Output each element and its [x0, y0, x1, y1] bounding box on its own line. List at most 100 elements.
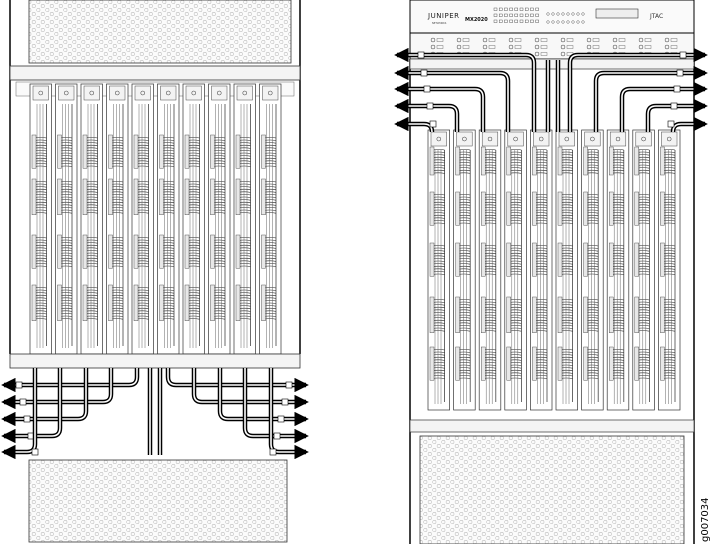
cable-arrow	[394, 116, 409, 132]
cable-clip	[15, 381, 23, 389]
cable-bundle	[4, 368, 140, 388]
status-led	[581, 20, 585, 24]
right-cable-bundles	[394, 47, 708, 133]
cable-bundle	[647, 105, 705, 132]
left-chassis	[1, 0, 309, 543]
port-icon	[534, 37, 540, 43]
port-icon	[664, 44, 670, 50]
port-icon	[618, 45, 626, 49]
line-card	[632, 129, 655, 411]
status-led	[493, 7, 498, 11]
status-led	[571, 20, 575, 24]
port-icon	[534, 51, 540, 57]
port-icon	[670, 45, 678, 49]
cable-bundle	[595, 72, 705, 132]
cable-bundle	[4, 368, 89, 422]
brand-logo: JUNIPER	[427, 12, 460, 20]
port-icon	[638, 37, 644, 43]
cable-bundle	[268, 368, 306, 455]
status-leds	[493, 7, 585, 24]
status-led	[519, 7, 524, 11]
status-led	[499, 7, 503, 11]
cable-clip	[269, 448, 277, 456]
status-led	[566, 20, 570, 24]
cable-bundle	[397, 105, 458, 132]
line-card	[233, 83, 256, 355]
cable-arrow	[693, 98, 708, 114]
right-line-cards	[427, 129, 681, 411]
port-icon	[592, 38, 600, 42]
port-icon	[586, 37, 592, 43]
cable-clip	[423, 85, 431, 93]
port-icon	[482, 44, 488, 50]
right-bottom-fan-grille	[419, 435, 685, 545]
status-led	[525, 13, 529, 17]
cable-clip	[673, 85, 681, 93]
status-led	[530, 13, 534, 17]
line-card	[581, 129, 604, 411]
port-icon	[612, 44, 618, 50]
cable-bundle	[4, 368, 87, 420]
display-tag: JTAC	[649, 13, 663, 20]
port-icon	[508, 44, 514, 50]
port-icon	[670, 38, 678, 42]
port-icon	[462, 38, 470, 42]
top-rail	[9, 65, 301, 81]
status-led	[556, 20, 560, 24]
port-icon	[462, 45, 470, 49]
cable-bundle	[4, 368, 38, 455]
cable-bundle	[397, 72, 509, 132]
port-icon	[586, 44, 592, 50]
left-line-cards	[29, 83, 282, 355]
port-icon	[514, 38, 522, 42]
port-icon	[560, 37, 566, 43]
status-led	[519, 19, 524, 23]
port-icon	[514, 45, 522, 49]
port-icon	[612, 37, 618, 43]
cable-bundle	[219, 368, 306, 420]
port-icon	[456, 44, 462, 50]
cable-bundle	[397, 103, 460, 132]
line-card	[259, 83, 282, 355]
line-card	[157, 83, 180, 355]
cable-bundle	[217, 368, 306, 422]
line-card	[29, 83, 52, 355]
port-icon	[488, 45, 496, 49]
right-top-rail	[409, 58, 695, 70]
cable-bundle	[4, 368, 61, 437]
cable-clip	[417, 51, 425, 59]
status-led	[535, 7, 539, 11]
status-led	[561, 12, 565, 16]
cable-bundle	[244, 368, 306, 437]
port-icon	[560, 51, 566, 57]
left-bottom-rail	[9, 353, 301, 369]
cable-clip	[281, 398, 289, 406]
cable-bundle	[4, 368, 36, 453]
port-icon	[566, 45, 574, 49]
port-icon	[488, 38, 496, 42]
status-led	[504, 13, 508, 17]
status-led	[514, 7, 518, 11]
cable-arrow	[294, 377, 309, 393]
cable-bundle	[4, 368, 138, 386]
cable-arrow	[1, 377, 16, 393]
status-led	[504, 7, 508, 11]
cable-clip	[667, 120, 675, 128]
port-icon	[430, 37, 436, 43]
status-led	[514, 19, 518, 23]
model-label: MX2020	[465, 17, 488, 23]
status-led	[571, 12, 575, 16]
brand-sub: NETWORKS	[432, 21, 447, 25]
cable-clip	[679, 51, 687, 59]
status-led	[576, 12, 580, 16]
cable-clip	[676, 69, 684, 77]
cable-bundle	[165, 368, 306, 388]
cable-clip	[277, 415, 285, 423]
port-icon	[664, 37, 670, 43]
port-icon	[508, 37, 514, 43]
status-led	[535, 13, 539, 17]
port-icon	[540, 45, 548, 49]
cable-bundle	[397, 123, 433, 133]
port-icon	[482, 37, 488, 43]
